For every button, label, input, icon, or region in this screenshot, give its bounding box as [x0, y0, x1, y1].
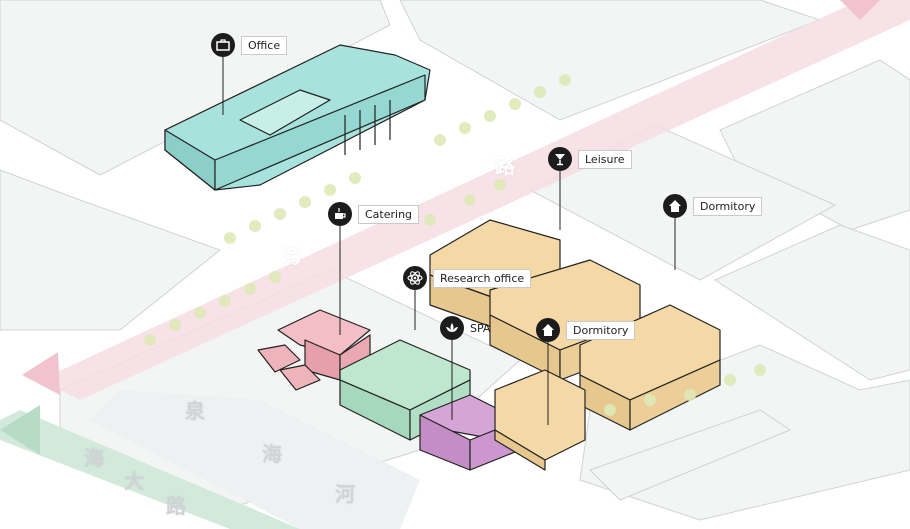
- lotus-icon: [440, 316, 464, 340]
- canal-char-1: 泉: [185, 399, 205, 423]
- cocktail-icon: [548, 147, 572, 171]
- bottom-road-char-2: 大: [124, 469, 144, 493]
- callout-leaders: [222, 57, 676, 425]
- road-label-lu: 路: [495, 154, 515, 178]
- dormitory-top-label: Dormitory: [693, 196, 763, 216]
- spa-label: SPA: [470, 321, 491, 335]
- atom-icon: [403, 266, 427, 290]
- canal-char-2: 海: [262, 442, 282, 466]
- bottom-road-char-3: 路: [166, 494, 186, 518]
- catering-building: [257, 309, 371, 391]
- briefcase-icon: [211, 33, 235, 57]
- trees: [144, 74, 766, 416]
- canal-char-3: 河: [335, 482, 355, 506]
- spa-block: [339, 339, 471, 441]
- callout-office: Office: [211, 33, 288, 57]
- road-label-hai: 海: [281, 244, 301, 268]
- green-road: [0, 410, 300, 529]
- leisure-label: Leisure: [578, 149, 632, 169]
- callout-dormitory-top: Dormitory: [663, 194, 763, 218]
- office-label: Office: [241, 35, 288, 55]
- callout-leisure: Leisure: [548, 147, 632, 171]
- catering-label: Catering: [358, 204, 420, 224]
- dormitory-bottom-label: Dormitory: [566, 320, 636, 340]
- home-icon: [536, 318, 560, 342]
- callout-dormitory-bottom: Dormitory: [536, 318, 636, 342]
- green-road-arrow: [0, 405, 40, 455]
- bottom-road-char-1: 海: [84, 446, 104, 470]
- callout-catering: Catering: [328, 202, 420, 226]
- pink-avenue-arrow-top: [840, 0, 880, 20]
- pink-avenue-arrow: [22, 352, 60, 395]
- research-office-label: Research office: [433, 268, 532, 288]
- callout-spa: SPA: [440, 316, 496, 340]
- office-building: [164, 44, 431, 191]
- home-icon: [663, 194, 687, 218]
- cup-icon: [328, 202, 352, 226]
- canal: [90, 390, 420, 529]
- callout-research-office: Research office: [403, 266, 532, 290]
